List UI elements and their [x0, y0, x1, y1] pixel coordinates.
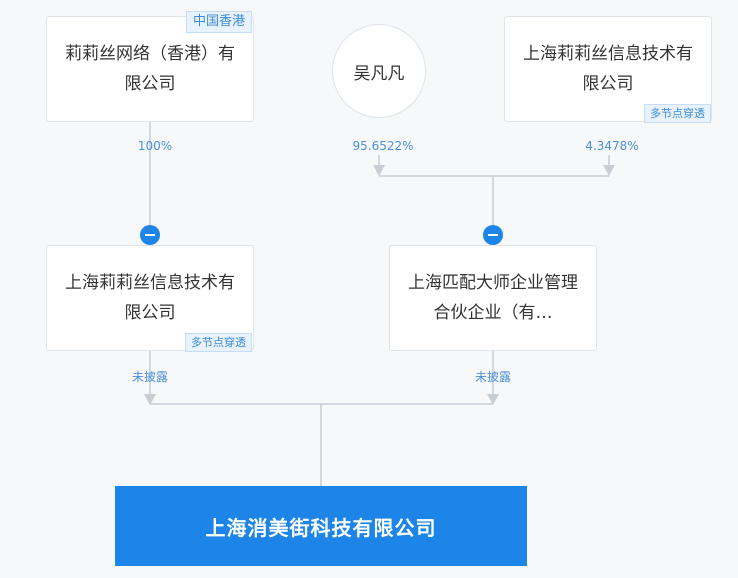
multi-node-tag[interactable]: 多节点穿透 [185, 333, 252, 352]
node-shanghai-info-top-name: 上海莉莉丝信息技术有限公司 [523, 44, 693, 94]
arrow-infotop [603, 165, 615, 176]
node-hk-company[interactable]: 莉莉丝网络（香港）有限公司 [46, 16, 254, 122]
node-hk-company-name: 莉莉丝网络（香港）有限公司 [65, 44, 235, 94]
node-person-name: 吴凡凡 [353, 63, 405, 84]
edge-label-partnership-to-target: 未披露 [474, 370, 512, 384]
node-target-company[interactable]: 上海消美街科技有限公司 [115, 486, 527, 566]
multi-node-tag[interactable]: 多节点穿透 [644, 104, 711, 123]
region-tag: 中国香港 [185, 11, 252, 33]
node-person[interactable]: 吴凡凡 [332, 24, 426, 118]
node-shanghai-info-mid-name: 上海莉莉丝信息技术有限公司 [65, 273, 235, 323]
arrow-partnership [487, 394, 499, 405]
node-partnership-name: 上海匹配大师企业管理合伙企业（有… [408, 273, 578, 323]
collapse-button-right[interactable] [483, 225, 503, 245]
edge-label-info-top: 4.3478% [585, 139, 639, 153]
node-partnership[interactable]: 上海匹配大师企业管理合伙企业（有… [389, 245, 597, 351]
node-target-company-name: 上海消美街科技有限公司 [205, 515, 437, 540]
collapse-button-left[interactable] [140, 225, 160, 245]
edge-label-person: 95.6522% [352, 139, 414, 153]
edge-label-info-mid-to-target: 未披露 [131, 370, 169, 384]
arrow-person [373, 165, 385, 176]
arrow-info-mid [144, 394, 156, 405]
edge-label-hk-to-info: 100% [137, 139, 173, 153]
